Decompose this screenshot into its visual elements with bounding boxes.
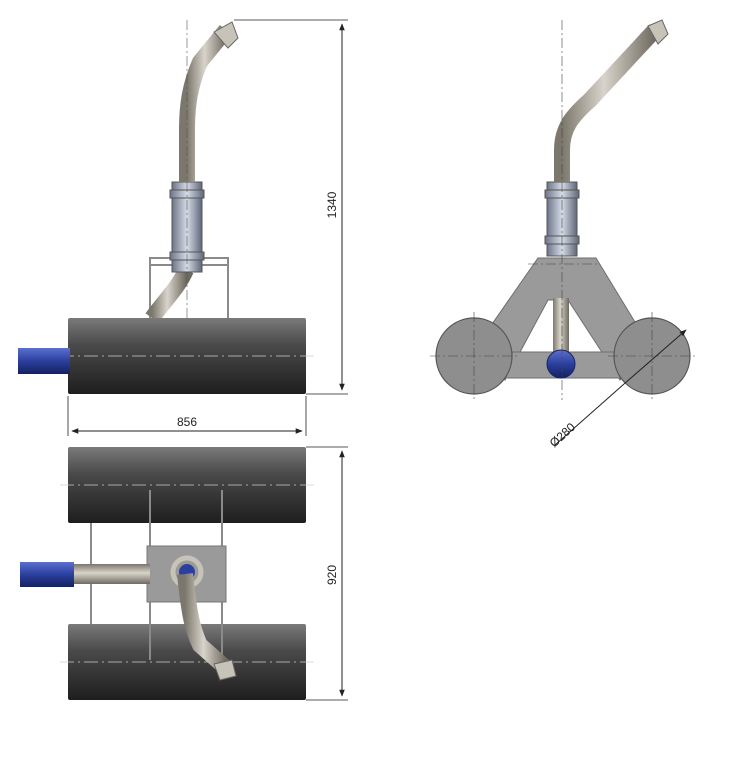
top-view [20,447,314,700]
front-exhaust-tip-icon [213,21,239,49]
side-exhaust-tip-icon [647,19,669,45]
side-view: Ø280 [430,19,696,450]
dimension-width: 920 [306,446,348,701]
top-blue-inlet-icon [20,562,74,587]
front-view [18,20,314,394]
dimension-length: 856 [67,396,307,436]
side-inner-pipe [553,298,569,354]
front-blue-inlet-icon [18,348,70,374]
front-vertical-pipe [179,24,233,182]
top-horizontal-pipe [72,564,150,584]
top-exhaust-tip-icon [213,659,237,681]
dimension-length-label: 856 [177,415,197,429]
front-inlet-elbow [145,266,194,323]
side-blue-inlet-icon [546,349,576,379]
dimension-width-label: 920 [325,565,339,585]
dimension-height-label: 1340 [325,191,339,218]
dimension-height: 1340 [234,19,348,395]
dimension-diameter-label: Ø280 [547,420,578,450]
top-angled-outlet-pipe [177,573,232,674]
side-vertical-pipe [554,24,661,182]
